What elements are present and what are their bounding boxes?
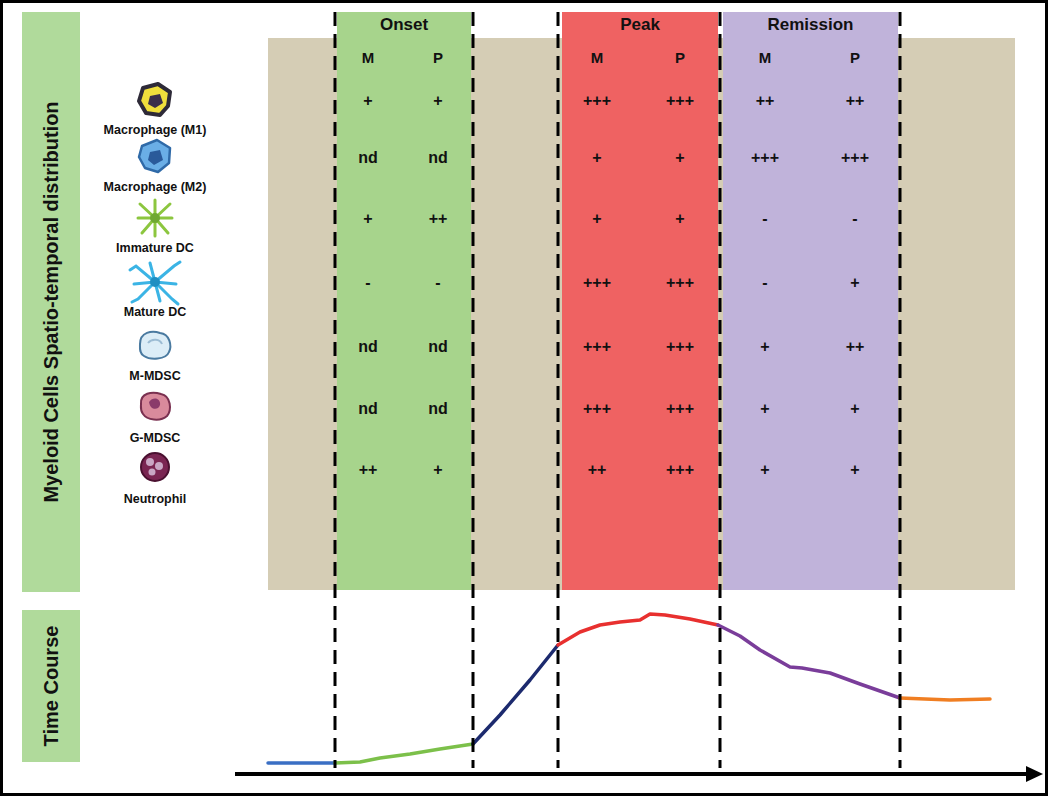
table-cell: nd — [428, 149, 448, 167]
mature-dc-icon — [130, 262, 180, 304]
divider-line — [557, 12, 560, 768]
cell-type-name: M-MDSC — [129, 369, 180, 383]
band-title: Myeloid Cells Spatio-temporal distributi… — [40, 101, 63, 502]
time-course-curve — [268, 614, 990, 763]
table-cell: +++ — [583, 92, 611, 110]
macrophage-m2-icon — [139, 140, 170, 172]
table-cell: +++ — [751, 149, 779, 167]
phase-subheader: P — [433, 49, 443, 66]
table-cell: +++ — [666, 274, 694, 292]
phase-header: Onset — [380, 15, 428, 35]
phase-subheader: M — [362, 49, 375, 66]
phase-subheader: P — [675, 49, 685, 66]
table-cell: ++ — [756, 92, 775, 110]
phase-header: Remission — [768, 15, 854, 35]
table-cell: nd — [358, 149, 378, 167]
table-cell: + — [433, 92, 442, 110]
table-cell: nd — [358, 338, 378, 356]
table-cell: ++ — [846, 338, 865, 356]
phase-column: Remission — [723, 12, 898, 590]
immature-dc-icon — [138, 200, 172, 236]
table-cell: + — [850, 461, 859, 479]
table-cell: +++ — [666, 338, 694, 356]
table-cell: - — [762, 210, 767, 228]
table-cell: + — [760, 338, 769, 356]
table-cell: + — [675, 149, 684, 167]
macrophage-m1-icon — [139, 84, 170, 115]
cell-type-name: Mature DC — [124, 305, 187, 319]
phase-subheader: M — [759, 49, 772, 66]
g-mdsc-icon — [141, 393, 170, 420]
table-cell: +++ — [666, 92, 694, 110]
table-cell: + — [850, 400, 859, 418]
phase-subheader: M — [591, 49, 604, 66]
table-cell: + — [760, 461, 769, 479]
side-band: Time Course — [22, 610, 80, 762]
table-cell: nd — [428, 338, 448, 356]
table-cell: +++ — [583, 338, 611, 356]
band-title: Time Course — [40, 626, 63, 747]
table-cell: ++ — [588, 461, 607, 479]
table-cell: + — [592, 210, 601, 228]
phase-subheader: P — [850, 49, 860, 66]
cell-type-name: Neutrophil — [124, 492, 187, 506]
table-cell: - — [852, 210, 857, 228]
table-cell: nd — [358, 400, 378, 418]
table-cell: +++ — [583, 400, 611, 418]
divider-line — [472, 12, 475, 768]
table-cell: ++ — [359, 461, 378, 479]
phase-column: Onset — [337, 12, 471, 590]
neutrophil-icon — [141, 453, 169, 481]
side-band: Myeloid Cells Spatio-temporal distributi… — [22, 12, 80, 592]
time-axis — [235, 766, 1043, 782]
table-cell: ++ — [429, 210, 448, 228]
table-cell: + — [850, 274, 859, 292]
divider-line — [899, 12, 902, 768]
cell-type-name: Macrophage (M1) — [104, 123, 207, 137]
m-mdsc-icon — [140, 332, 170, 359]
table-cell: - — [762, 274, 767, 292]
cell-type-name: Macrophage (M2) — [104, 180, 207, 194]
table-cell: + — [363, 210, 372, 228]
table-cell: +++ — [583, 274, 611, 292]
table-cell: + — [363, 92, 372, 110]
table-cell: + — [592, 149, 601, 167]
divider-line — [719, 12, 722, 768]
phase-header: Peak — [620, 15, 660, 35]
table-cell: + — [760, 400, 769, 418]
cell-type-name: Immature DC — [116, 241, 194, 255]
table-cell: +++ — [666, 461, 694, 479]
table-cell: - — [365, 274, 370, 292]
table-cell: ++ — [846, 92, 865, 110]
cell-type-name: G-MDSC — [130, 431, 181, 445]
table-cell: nd — [428, 400, 448, 418]
table-cell: + — [675, 210, 684, 228]
table-cell: +++ — [666, 400, 694, 418]
table-cell: + — [433, 461, 442, 479]
table-cell: - — [435, 274, 440, 292]
table-cell: +++ — [841, 149, 869, 167]
